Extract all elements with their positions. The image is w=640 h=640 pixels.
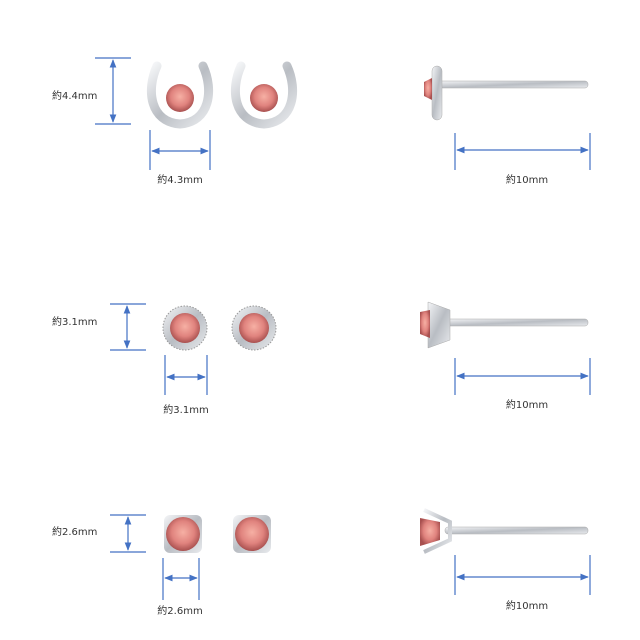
height-label-1: 約4.4mm bbox=[52, 91, 98, 102]
horseshoe-earring-front-left bbox=[146, 61, 214, 129]
height-label-3: 約2.6mm bbox=[52, 527, 98, 538]
width-dimension-1 bbox=[149, 130, 211, 170]
length-dimension-2 bbox=[454, 358, 591, 395]
prong-earring-front-left bbox=[164, 515, 202, 553]
width-label-2: 約3.1mm bbox=[163, 405, 209, 416]
length-dimension-1 bbox=[454, 133, 591, 170]
width-dimension-3 bbox=[162, 558, 200, 600]
height-dimension-2 bbox=[110, 303, 146, 351]
round-earring-side bbox=[420, 301, 589, 349]
length-label-3: 約10mm bbox=[505, 601, 549, 612]
width-label-1: 約4.3mm bbox=[157, 175, 203, 186]
horseshoe-earring-side bbox=[424, 65, 589, 121]
length-label-1: 約10mm bbox=[505, 175, 549, 186]
length-dimension-3 bbox=[454, 555, 591, 595]
horseshoe-earring-front-right bbox=[230, 61, 298, 129]
prong-earring-front-right bbox=[233, 515, 271, 553]
height-label-2: 約3.1mm bbox=[52, 317, 98, 328]
length-label-2: 約10mm bbox=[505, 400, 549, 411]
prong-earring-side bbox=[420, 508, 589, 554]
round-earring-front-left bbox=[162, 305, 208, 351]
round-earring-front-right bbox=[231, 305, 277, 351]
height-dimension-1 bbox=[95, 57, 131, 125]
width-label-3: 約2.6mm bbox=[157, 606, 203, 617]
height-dimension-3 bbox=[110, 514, 146, 553]
width-dimension-2 bbox=[164, 355, 208, 395]
